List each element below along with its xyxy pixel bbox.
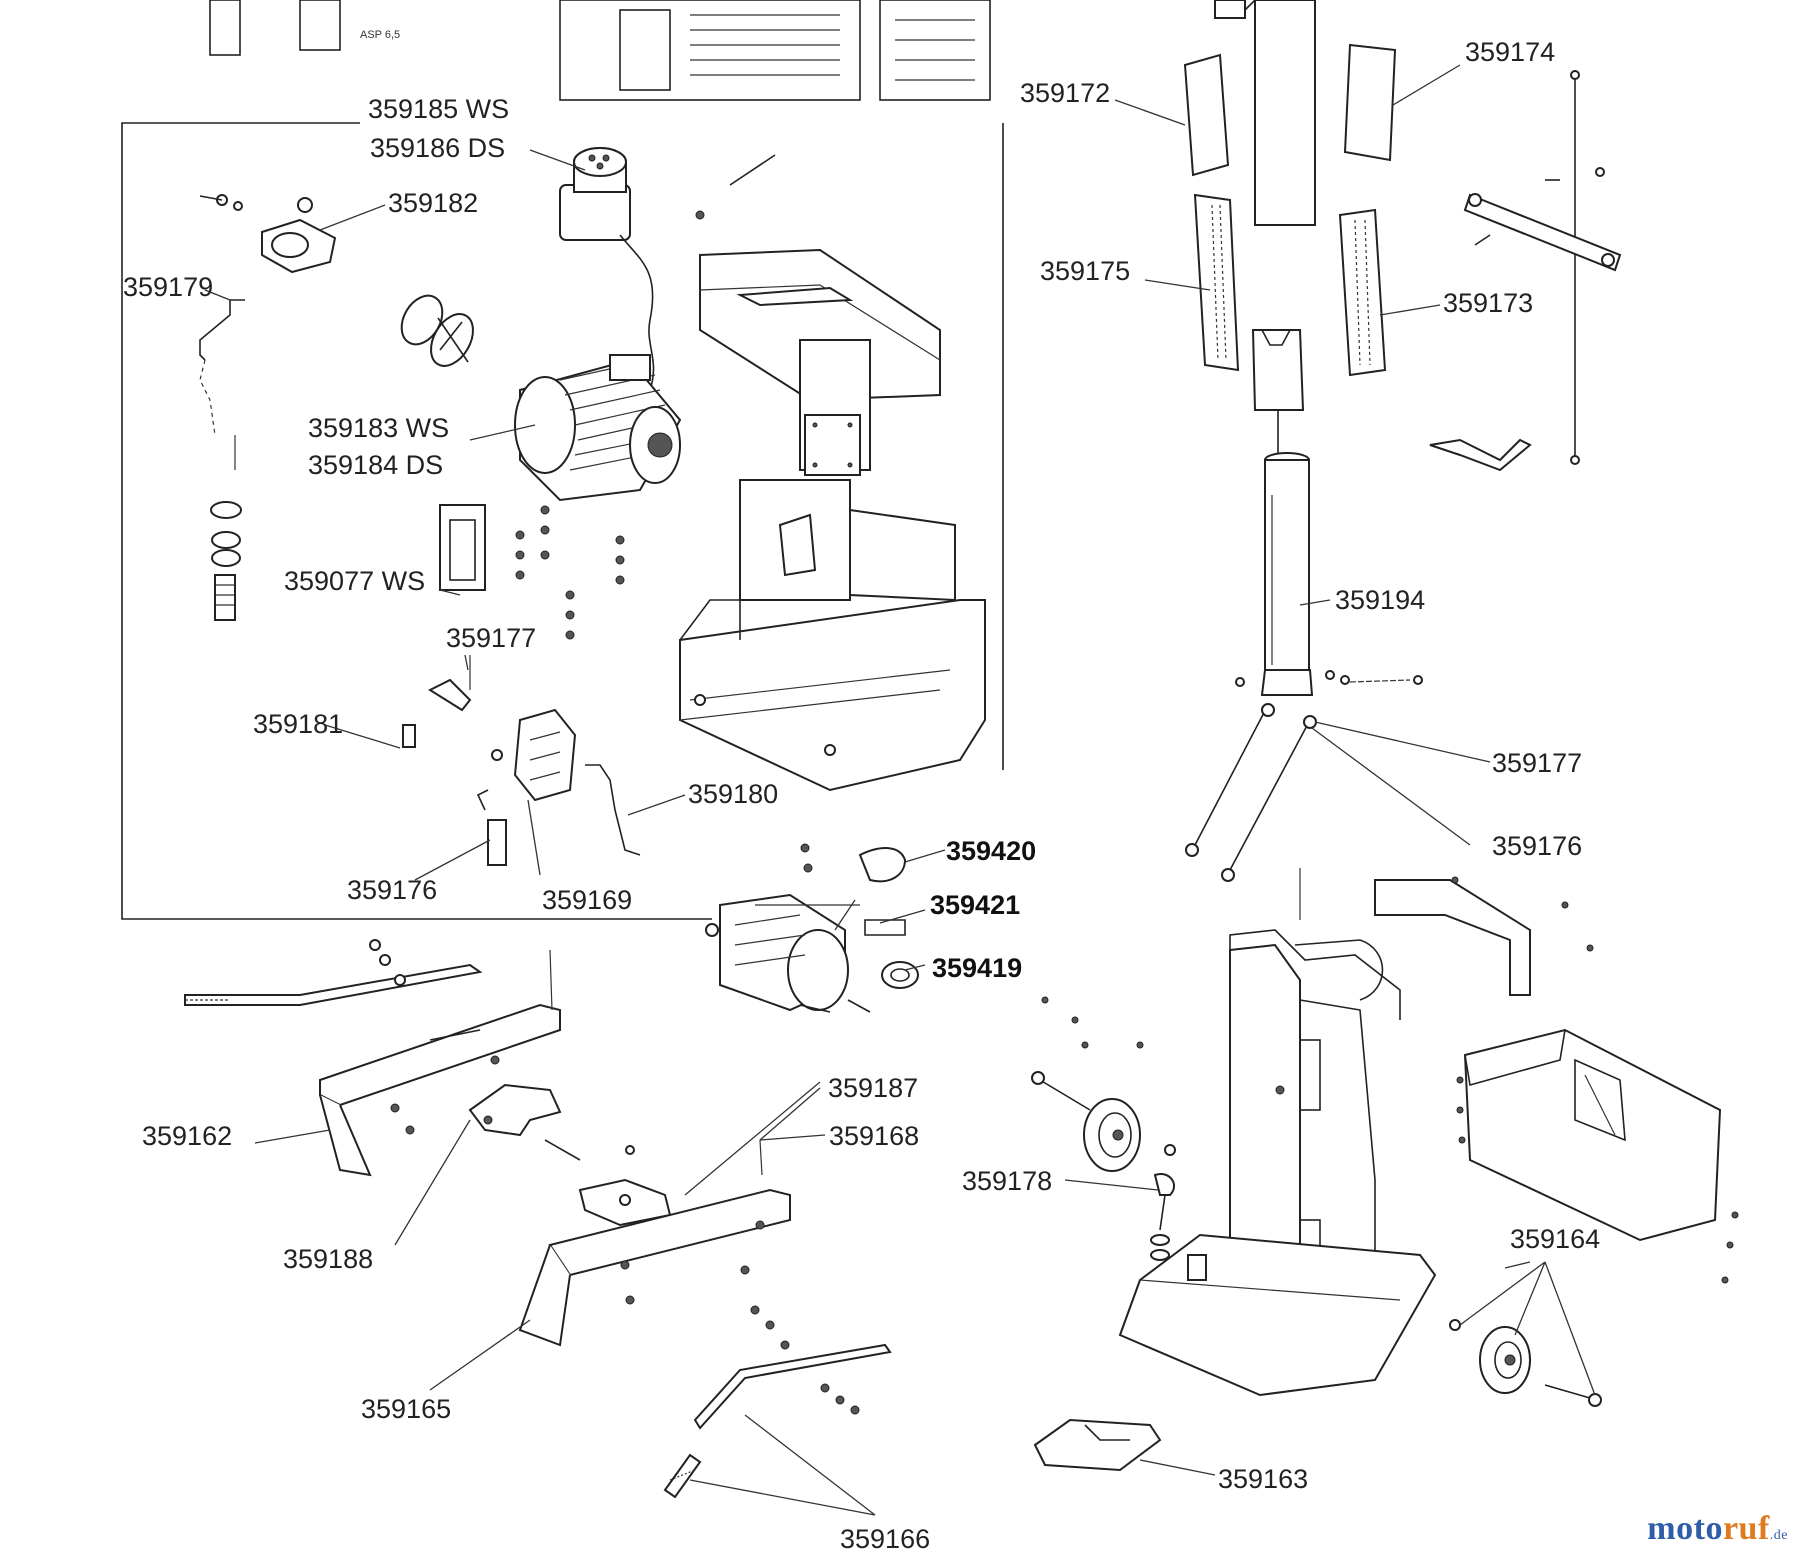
brand-part-2: ruf <box>1722 1510 1770 1547</box>
electrical-box <box>439 504 625 640</box>
column <box>1214 0 1316 226</box>
label-359420: 359420 <box>946 836 1036 866</box>
label-359183: 359183 WS <box>308 413 449 443</box>
label-359176-b: 359176 <box>1492 831 1582 861</box>
brand-logo: motoruf.de <box>1647 1510 1788 1548</box>
label-359173: 359173 <box>1443 288 1533 318</box>
header-sticker-text: ASP 6,5 <box>360 29 400 41</box>
base-box <box>1118 1233 1437 1397</box>
guard-box <box>1456 1028 1739 1284</box>
label-359180: 359180 <box>688 779 778 809</box>
wheel-359164 <box>1449 1319 1602 1407</box>
header-sticker-right <box>879 0 991 101</box>
label-359188: 359188 <box>283 1244 373 1274</box>
header-sticker-middle <box>559 0 861 101</box>
label-359164: 359164 <box>1510 1224 1600 1254</box>
side-cover <box>1374 876 1594 996</box>
sticker-359174 <box>1343 43 1397 162</box>
cylinder-359194 <box>1235 452 1423 696</box>
lever-assembly <box>1429 70 1622 472</box>
label-359178: 359178 <box>962 1166 1052 1196</box>
group-frame <box>121 122 712 920</box>
label-359194: 359194 <box>1335 585 1425 615</box>
hydraulic-hose-left <box>199 299 245 621</box>
pump <box>199 194 337 274</box>
label-359166: 359166 <box>840 1524 930 1554</box>
label-359185: 359185 WS <box>368 94 509 124</box>
control-valve <box>402 655 641 866</box>
label-359176-a: 359176 <box>347 875 437 905</box>
ram-head <box>1251 329 1305 460</box>
legs <box>1185 703 1317 882</box>
side-plate-359162 <box>319 949 561 1177</box>
label-359165: 359165 <box>361 1394 451 1424</box>
label-359177-b: 359177 <box>1492 748 1582 778</box>
label-359175: 359175 <box>1040 256 1130 286</box>
switch-box <box>559 147 655 391</box>
wedge-359188 <box>468 1083 581 1161</box>
table-housing <box>679 248 986 792</box>
label-359186: 359186 DS <box>370 133 505 163</box>
label-359162: 359162 <box>142 1121 232 1151</box>
label-359184: 359184 DS <box>308 450 443 480</box>
label-359181: 359181 <box>253 709 343 739</box>
brand-part-1: moto <box>1647 1510 1723 1547</box>
label-359169: 359169 <box>542 885 632 915</box>
guide-359175 <box>1193 193 1240 372</box>
foot-pad-359163 <box>1033 1418 1162 1472</box>
handle-bar <box>184 939 483 1006</box>
label-359172: 359172 <box>1020 78 1110 108</box>
sticker-359172 <box>1183 53 1230 177</box>
label-359182: 359182 <box>388 188 478 218</box>
part-labels: 359185 WS 359186 DS 359182 359179 359183… <box>123 37 1600 1554</box>
label-359174: 359174 <box>1465 37 1555 67</box>
base-column <box>1229 868 1401 1280</box>
label-359421: 359421 <box>930 890 1020 920</box>
wheel-359178 <box>1031 996 1176 1261</box>
pump-unit <box>705 843 919 1013</box>
foot-rod-359166 <box>663 1343 892 1499</box>
base-plate-359165 <box>518 1188 791 1350</box>
label-359077: 359077 WS <box>284 566 425 596</box>
coupling <box>400 294 474 367</box>
leader-lines <box>204 64 1596 1516</box>
label-359187: 359187 <box>828 1073 918 1103</box>
label-359177-a: 359177 <box>446 623 536 653</box>
brand-part-3: .de <box>1769 1528 1788 1543</box>
guide-359173 <box>1338 208 1387 377</box>
label-359179: 359179 <box>123 272 213 302</box>
label-359163: 359163 <box>1218 1464 1308 1494</box>
label-359419: 359419 <box>932 953 1022 983</box>
bolt-top <box>695 154 776 220</box>
motor <box>514 354 682 502</box>
header-sticker-left: ASP 6,5 <box>209 0 400 56</box>
label-359168: 359168 <box>829 1121 919 1151</box>
